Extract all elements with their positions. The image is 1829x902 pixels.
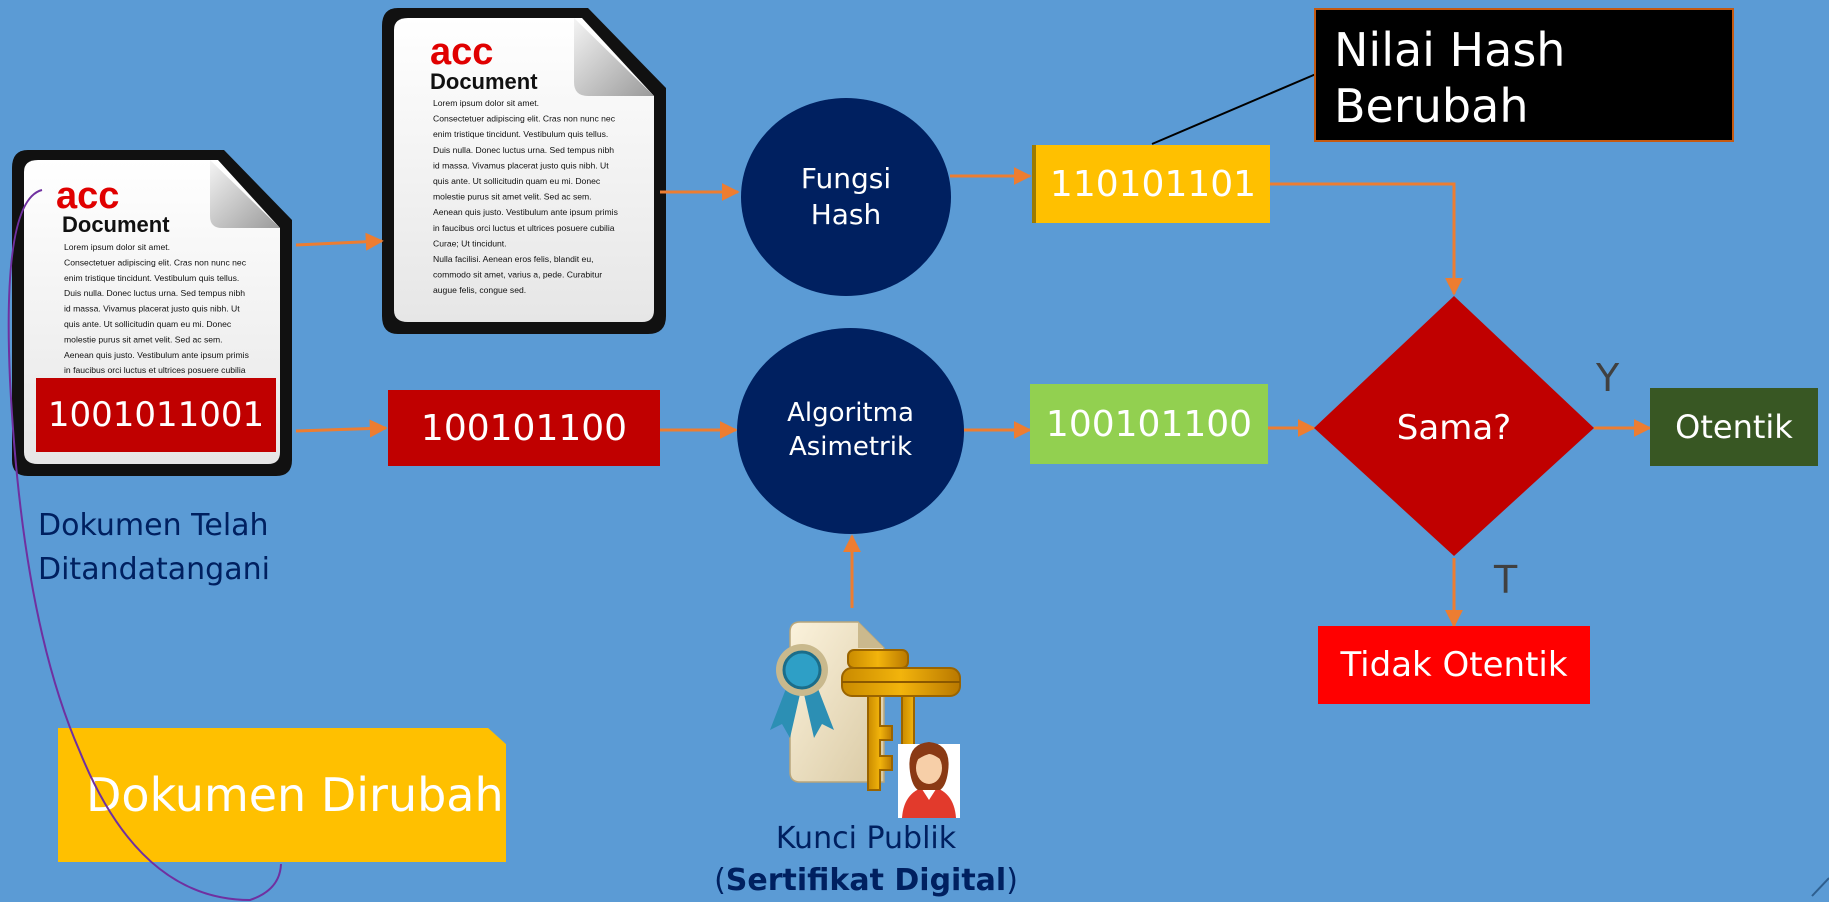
caption-close-paren: ) [1006,863,1018,898]
copy-line: molestie purus sit amet velit. Sed ac se… [433,192,592,202]
asymmetric-algorithm-node: Algoritma Asimetrik [737,328,964,534]
signed-caption-line1: Dokumen Telah [38,508,269,543]
asymmetric-line2: Asimetrik [788,432,913,462]
arrow-signature-to-value [295,419,388,438]
signed-document-caption: Dokumen Telah Ditandatangani [38,504,270,592]
signature-bits-label: 1001011001 [47,395,265,435]
hash-value-box: 110101101 [1032,145,1270,223]
copy-line: in faucibus orci luctus et ultrices posu… [433,223,615,233]
copy-line: enim tristique tincidunt. Vestibulum qui… [433,129,608,139]
public-key-caption: Kunci Publik (Sertifikat Digital) [700,818,1032,902]
signed-line: Duis nulla. Donec luctus urna. Sed tempu… [64,288,245,298]
arrow-signed-to-copy [295,232,384,251]
ribbon-award-icon [770,644,834,738]
decrypted-value-label: 100101100 [1045,403,1253,445]
hash-function-line2: Hash [810,198,882,231]
decision-label: Sama? [1396,408,1512,448]
signed-doc-title: Document [62,212,170,237]
yes-label: Y [1596,356,1620,400]
copy-line: Nulla facilisi. Aenean eros felis, bland… [433,254,594,264]
copy-line: augue felis, congue sed. [433,285,526,295]
document-copy-icon: acc Document Lorem ipsum dolor sit amet.… [382,8,666,334]
signature-value-box: 100101100 [388,390,660,466]
signature-bits-box: 1001011001 [36,378,276,452]
copy-line: commodo sit amet, varius a, pede. Curabi… [433,270,602,280]
signed-line: enim tristique tincidunt. Vestibulum qui… [64,273,239,283]
copy-line: Aenean quis justo. Vestibulum ante ipsum… [433,207,618,217]
user-avatar-icon [898,742,960,818]
not-authentic-result-box: Tidak Otentik [1318,626,1590,704]
copy-doc-brand: acc [430,31,493,73]
signature-value-label: 100101100 [420,407,628,449]
certificate-key-icon [770,621,961,818]
document-changed-label: Dokumen Dirubah [86,768,504,822]
copy-line: Lorem ipsum dolor sit amet. [433,98,539,108]
signed-line: quis ante. Ut sollicitudin quam eu mi. D… [64,319,232,329]
asymmetric-line1: Algoritma [787,398,914,429]
authentic-result-box: Otentik [1650,388,1818,466]
public-key-caption-line1: Kunci Publik [775,821,957,856]
callout-leader-line [1151,73,1317,145]
signed-line: Aenean quis justo. Vestibulum ante ipsum… [64,350,249,360]
signed-line: Lorem ipsum dolor sit amet. [64,242,170,252]
arrow-hash-value-to-decision [1270,182,1463,296]
hash-function-node: Fungsi Hash [741,98,951,296]
copy-line: id massa. Vivamus placerat justo quis ni… [433,160,609,170]
copy-line: Consectetuer adipiscing elit. Cras non n… [433,114,616,124]
hash-function-line1: Fungsi [800,161,892,195]
signed-line: in faucibus orci luctus et ultrices posu… [64,365,246,375]
hash-changed-line1: Nilai Hash [1334,23,1566,77]
decision-diamond [1314,296,1594,556]
copy-line: Duis nulla. Donec luctus urna. Sed tempu… [433,145,614,155]
signed-line: molestie purus sit amet velit. Sed ac se… [64,334,223,344]
signed-caption-line2: Ditandatangani [38,552,270,587]
decrypted-value-box: 100101100 [1030,384,1268,464]
hash-changed-line2: Berubah [1334,79,1529,133]
no-label: T [1494,558,1518,602]
hash-value-label: 110101101 [1049,163,1257,205]
signed-line: Consectetuer adipiscing elit. Cras non n… [64,257,247,267]
key-icon [841,649,961,791]
signed-doc-brand: acc [56,175,119,217]
copy-line: Curae; Ut tincidunt. [433,238,507,248]
copy-line: quis ante. Ut sollicitudin quam eu mi. D… [433,176,601,186]
document-changed-callout: Dokumen Dirubah [58,728,506,862]
hash-changed-callout: Nilai Hash Berubah [1314,8,1734,142]
public-key-caption-line2: (Sertifikat Digital) [700,860,1032,902]
authentic-result-label: Otentik [1675,408,1793,446]
caption-open-paren: ( [714,863,726,898]
copy-doc-title: Document [430,69,538,94]
not-authentic-result-label: Tidak Otentik [1340,645,1568,685]
digital-certificate-label: Sertifikat Digital [725,863,1007,898]
signed-line: id massa. Vivamus placerat justo quis ni… [64,304,240,314]
